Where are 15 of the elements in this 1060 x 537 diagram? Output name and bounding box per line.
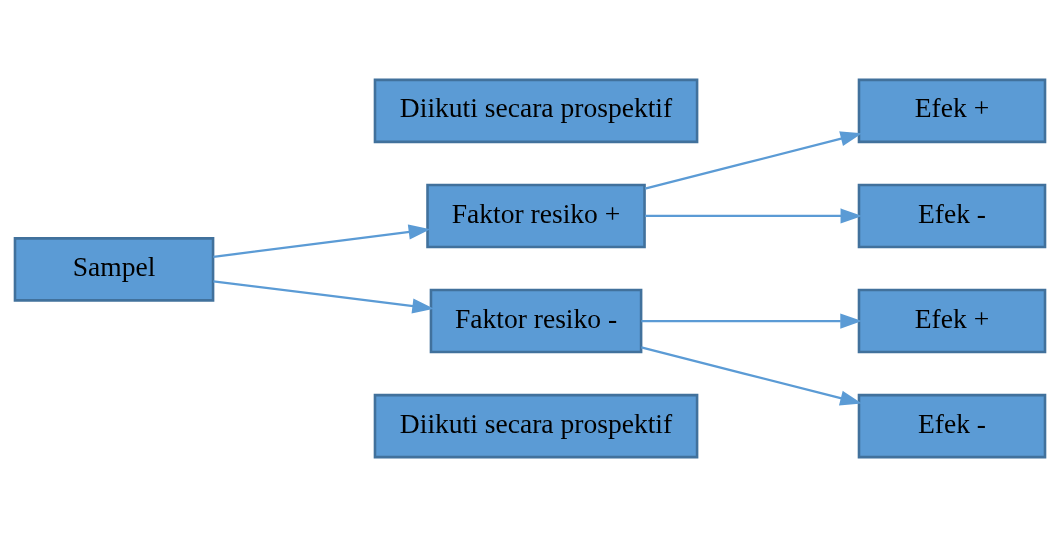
node-box: Efek - <box>857 183 1047 249</box>
node-box: Efek + <box>857 78 1047 144</box>
node-box: Diikuti secara prospektif <box>373 393 699 459</box>
arrow <box>213 224 431 259</box>
arrow <box>213 280 435 314</box>
arrow <box>641 313 863 329</box>
arrow <box>644 131 863 190</box>
arrow <box>641 346 862 406</box>
node-box: Sampel <box>13 237 215 302</box>
node-box: Diikuti secara prospektif <box>373 78 699 144</box>
node-box: Efek + <box>857 288 1047 354</box>
arrow <box>645 208 863 224</box>
node-box: Faktor resiko + <box>426 183 646 249</box>
node-box: Faktor resiko - <box>429 288 643 354</box>
node-box: Efek - <box>857 393 1047 459</box>
